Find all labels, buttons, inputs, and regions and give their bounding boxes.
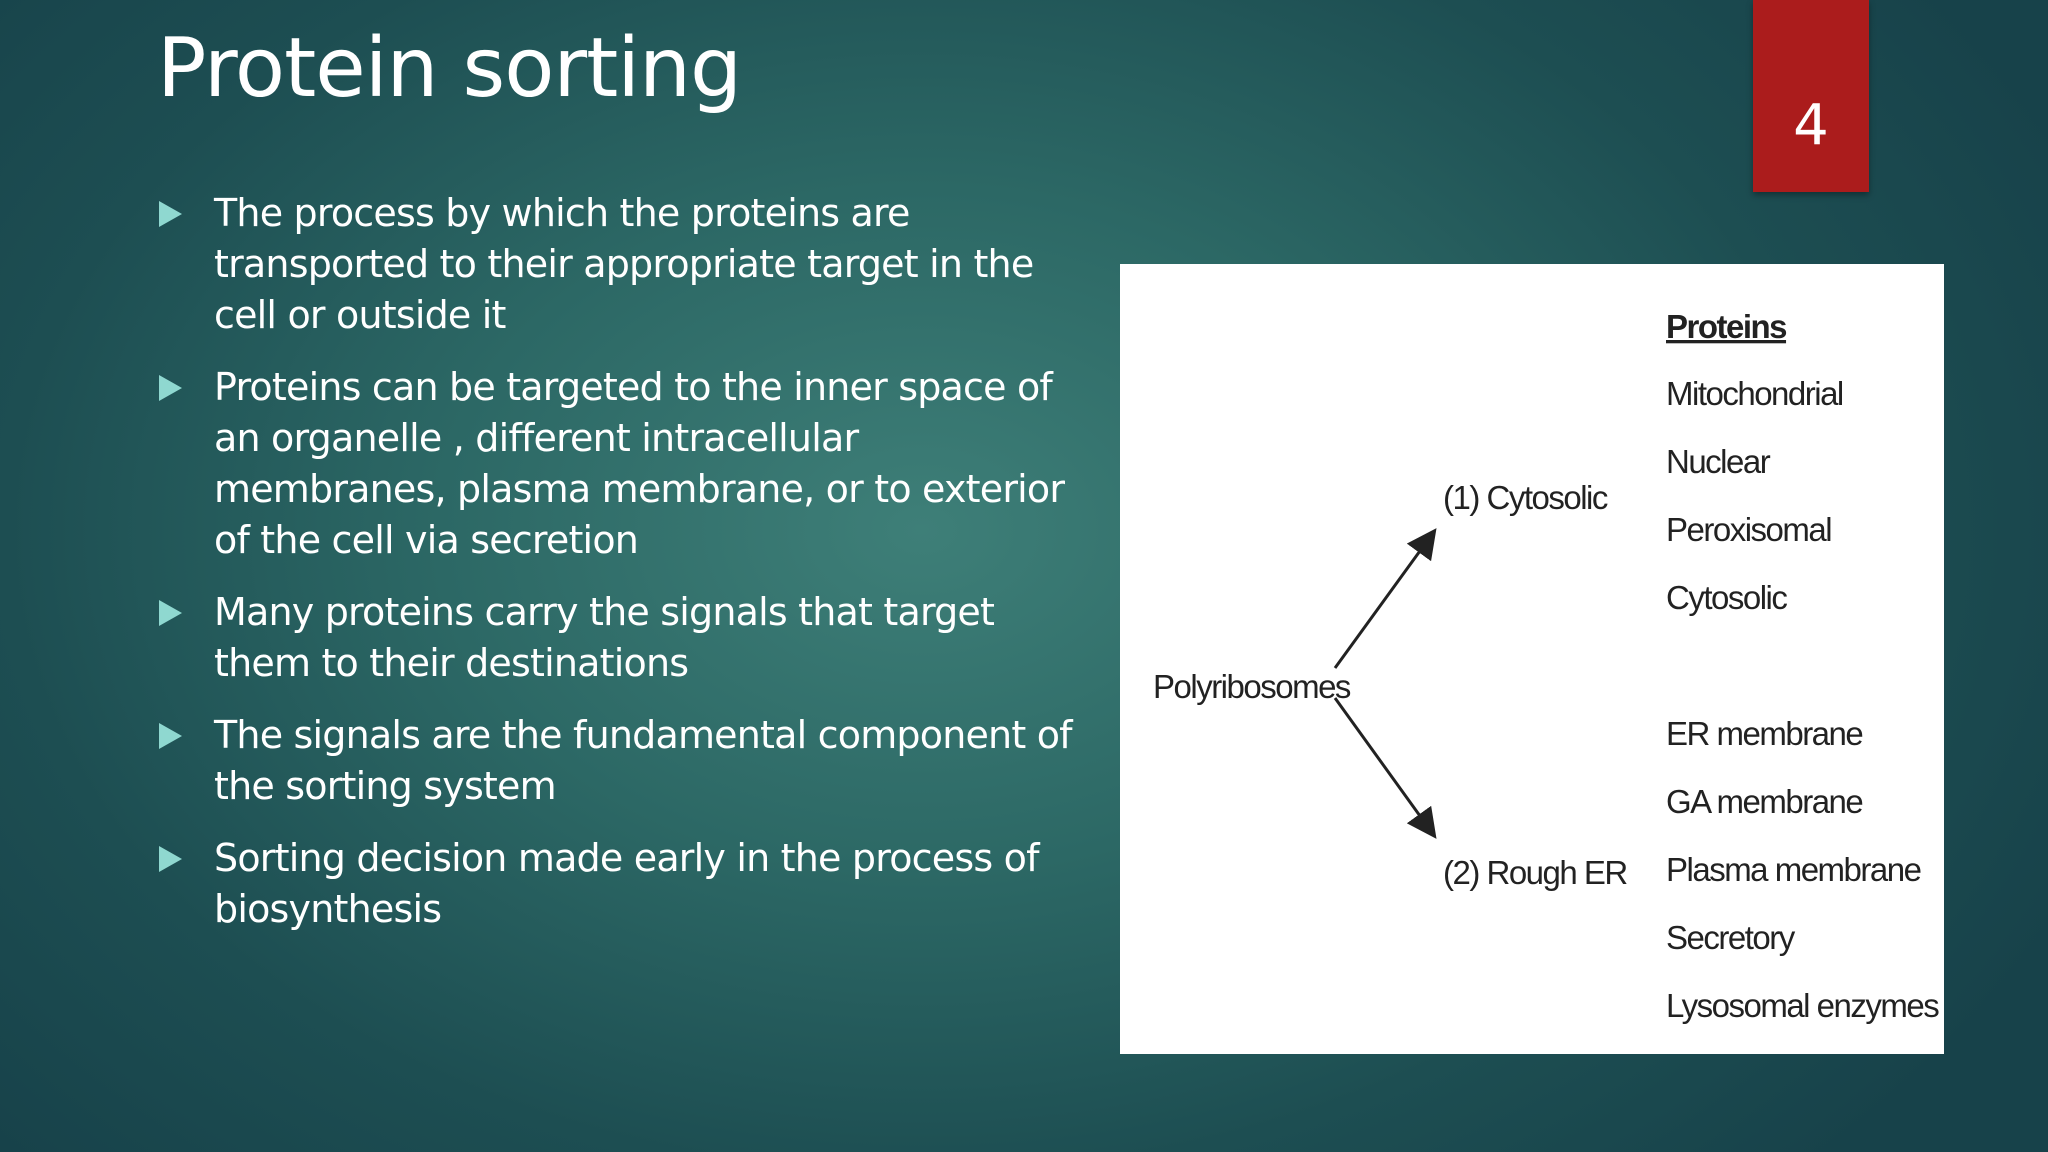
- bullet-item: The process by which the proteins are tr…: [157, 188, 1087, 341]
- arrow-to-rough-er: [1333, 697, 1437, 839]
- triangle-bullet-icon: [159, 600, 182, 626]
- protein-label: Nuclear: [1666, 443, 1771, 480]
- bullet-item: Many proteins carry the signals that tar…: [157, 587, 1087, 689]
- protein-label: Peroxisomal: [1666, 511, 1831, 548]
- diagram-canvas: Proteins Mitochondrial Nuclear Peroxisom…: [1153, 308, 1941, 1024]
- bullet-text: The process by which the proteins are tr…: [214, 191, 1034, 337]
- slide-number-badge: 4: [1753, 0, 1869, 192]
- protein-label: Cytosolic: [1666, 579, 1787, 616]
- triangle-bullet-icon: [159, 201, 182, 227]
- bullet-text: Many proteins carry the signals that tar…: [214, 590, 995, 685]
- protein-label: Lysosomal enzymes: [1666, 987, 1939, 1024]
- arrow-to-cytosolic: [1333, 528, 1437, 669]
- rough-er-branch-label: (2) Rough ER: [1443, 854, 1627, 891]
- bullet-item: The signals are the fundamental componen…: [157, 710, 1087, 812]
- bullet-item: Sorting decision made early in the proce…: [157, 833, 1087, 935]
- bullet-text: The signals are the fundamental componen…: [214, 713, 1073, 808]
- slide-number: 4: [1793, 93, 1829, 158]
- triangle-bullet-icon: [159, 723, 182, 749]
- polyribosomes-label: Polyribosomes: [1153, 668, 1351, 705]
- cytosolic-branch-label: (1) Cytosolic: [1443, 479, 1608, 516]
- bullet-list: The process by which the proteins are tr…: [157, 188, 1087, 956]
- protein-label: Plasma membrane: [1666, 851, 1921, 888]
- slide-title: Protein sorting: [157, 21, 742, 116]
- bullet-item: Proteins can be targeted to the inner sp…: [157, 362, 1087, 566]
- protein-label: Secretory: [1666, 919, 1796, 956]
- proteins-header: Proteins: [1666, 308, 1786, 345]
- protein-label: Mitochondrial: [1666, 375, 1843, 412]
- bullet-text: Proteins can be targeted to the inner sp…: [214, 365, 1065, 562]
- protein-label: GA membrane: [1666, 783, 1862, 820]
- triangle-bullet-icon: [159, 846, 182, 872]
- protein-sorting-diagram: Proteins Mitochondrial Nuclear Peroxisom…: [1120, 264, 1944, 1054]
- triangle-bullet-icon: [159, 375, 182, 401]
- protein-label: ER membrane: [1666, 715, 1862, 752]
- bullet-text: Sorting decision made early in the proce…: [214, 836, 1039, 931]
